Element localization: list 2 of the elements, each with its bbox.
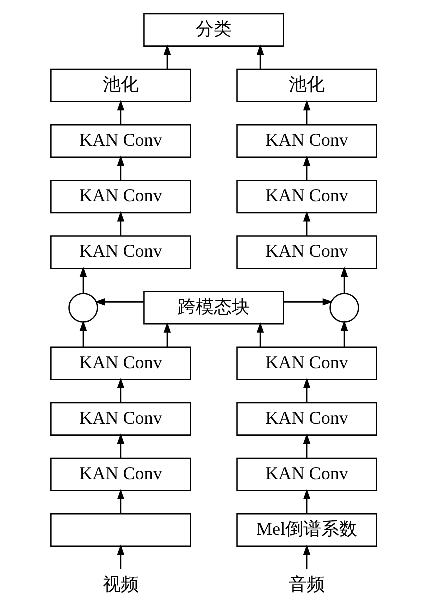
node-text: 视频 <box>102 574 138 595</box>
node-text: 音频 <box>288 574 325 595</box>
